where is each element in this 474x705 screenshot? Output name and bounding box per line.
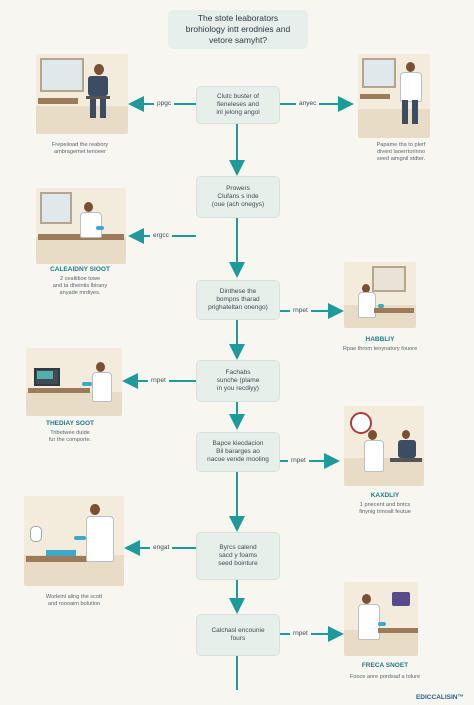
lab-illustration	[24, 496, 124, 586]
panel-title: CALEAIDNY SIOOT	[50, 266, 110, 273]
flow-box-line: Clufans s inde	[217, 193, 259, 200]
lab-illustration	[26, 348, 122, 416]
panel-title: KAXDLIY	[370, 492, 400, 499]
panel-caption: 1 pnecent and bntcs finynig trinoalt feu…	[330, 502, 440, 516]
lab-illustration	[344, 406, 424, 486]
panel-title: HABBLIY	[365, 336, 395, 343]
flow-box-6: Byrcs calend sacd y foams seed bointure	[196, 532, 280, 580]
arrow-label: anyec	[296, 99, 320, 108]
caption-line: Frepeiioad the reabory	[51, 142, 109, 148]
caption-line: and roooaim bolution	[47, 601, 101, 607]
flow-box-5: Bapce kiecdacion Bil bararges ao nacoe v…	[196, 432, 280, 472]
flow-box-line: sunche (plame	[216, 377, 260, 384]
panel-caption: Frepeiioad the reabory ambragemet tenoee…	[20, 142, 140, 156]
panel-caption: Worleinl aling the scott and roooaim bol…	[12, 594, 136, 608]
caption-line: Worleinl aling the scott	[45, 594, 103, 600]
caption-line: divent laoerrtorinno	[377, 149, 425, 155]
flow-box-line: fours	[230, 635, 246, 642]
caption-line: Papame tha to plerf	[376, 142, 426, 148]
arrow-label: rnpet	[290, 306, 311, 315]
panel-caption: Fooce anre pordsad a tolure	[330, 674, 440, 681]
arrow-label: rnpet	[148, 376, 169, 385]
panel-title: FRECA SNOET	[361, 662, 409, 669]
caption-line: seed aimgnil stdter.	[376, 156, 426, 162]
arrow-label: ergcc	[150, 231, 172, 240]
flow-box-line: Calchasl encounie	[211, 627, 265, 634]
flow-box-line: Fachabs	[225, 369, 251, 376]
arrow-label: rnpet	[290, 629, 311, 638]
lab-illustration	[358, 54, 430, 138]
flow-box-4: Fachabs sunche (plame in you recdiyy)	[196, 360, 280, 402]
flow-box-line: Bil bararges ao	[216, 448, 260, 455]
caption-line: Fooce anre pordsad a tolure	[349, 674, 421, 680]
caption-line: Rpae throm tenynatory fouore	[342, 346, 418, 352]
flow-box-line: Dinthese the	[219, 288, 257, 295]
caption-line: finynig trinoalt feutue	[359, 509, 411, 515]
title-line: The stote leaborators	[197, 13, 279, 23]
diagram-title: The stote leaborators brohiology intt er…	[168, 10, 308, 49]
flow-box-line: Clutc buster of	[217, 93, 259, 100]
panel-caption: Rpae throm tenynatory fouore	[330, 346, 430, 353]
flow-box-line: seed bointure	[218, 560, 258, 567]
arrow-label: ppgc	[154, 99, 175, 108]
lab-illustration	[344, 582, 418, 656]
caption-line: 1 pnecent and bntcs	[359, 502, 411, 508]
title-line: vetore samyht?	[208, 35, 268, 45]
caption-line: fur the comporte.	[48, 437, 92, 443]
flow-box-7: Calchasl encounie fours	[196, 614, 280, 656]
panel-caption: Papame tha to plerf divent laoerrtorinno…	[346, 142, 456, 163]
flow-box-line: Bapce kiecdacion	[212, 440, 264, 447]
caption-line: anyade mrdiyes.	[59, 290, 101, 296]
flow-box-line: (oue (ach onegys)	[211, 201, 265, 208]
flow-box-line: prighateltan onengo)	[208, 304, 268, 311]
flow-box-line: nacoe vende mooling	[207, 456, 269, 463]
brand-logo: EDICCALISIN™	[415, 694, 464, 701]
panel-caption: 2 cealtitioe towe and ta dheintis lbiran…	[20, 276, 140, 297]
lab-illustration	[36, 54, 128, 134]
lab-illustration	[344, 262, 416, 328]
flow-box-line: bompns tharad	[216, 296, 260, 303]
arrow-label: rnpet	[288, 456, 309, 465]
flow-box-3: Dinthese the bompns tharad prighateltan …	[196, 280, 280, 320]
flow-box-2: Prowers Clufans s inde (oue (ach onegys)	[196, 176, 280, 218]
flow-box-line: Prowers	[226, 185, 250, 192]
caption-line: Tribetwee duide	[50, 430, 90, 436]
caption-line: ambragemet tenoeer	[54, 149, 106, 155]
panel-caption: Tribetwee duide fur the comporte.	[10, 430, 130, 444]
flow-box-1: Clutc buster of fieneleses and inl jelon…	[196, 86, 280, 124]
title-line: brohiology intt erodnies and	[185, 24, 291, 34]
flow-box-line: in you recdiyy)	[217, 385, 259, 392]
arrow-label: engat	[150, 543, 173, 552]
flow-box-line: sacd y foams	[218, 552, 258, 559]
flow-box-line: inl jelong angol	[216, 109, 260, 116]
panel-title: THEDIAY SOOT	[45, 420, 95, 427]
flow-box-line: fieneleses and	[217, 101, 259, 108]
caption-line: 2 cealtitioe towe	[59, 276, 101, 282]
lab-illustration	[36, 188, 126, 264]
flow-box-line: Byrcs calend	[219, 544, 257, 551]
caption-line: and ta dheintis lbirany	[52, 283, 108, 289]
